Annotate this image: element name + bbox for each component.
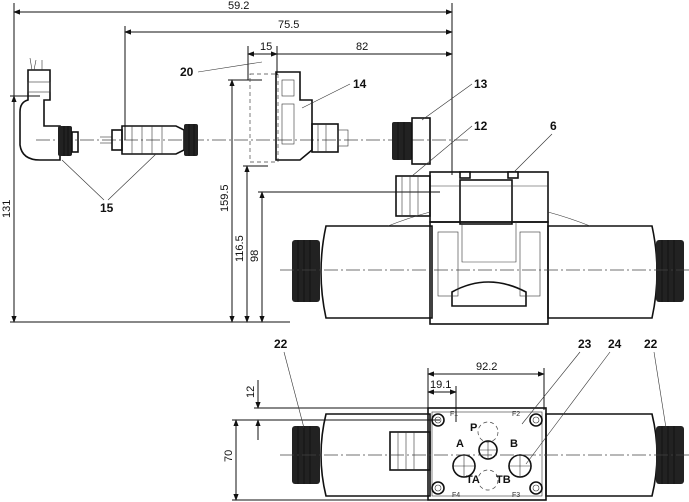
- dimension-label-131: 131: [1, 200, 13, 218]
- callout-label-12: 12: [474, 119, 488, 133]
- callout-label-15: 15: [100, 201, 114, 215]
- callout-22-left: 22: [274, 337, 305, 429]
- callout-label-6: 6: [550, 119, 557, 133]
- dimension-label-15: 15: [260, 41, 272, 53]
- dimension-label-70: 70: [223, 450, 235, 462]
- dimension-label-59-2: 59.2: [228, 0, 249, 12]
- cable-gland-13: [392, 117, 431, 165]
- dimension-label-82: 82: [356, 41, 368, 53]
- port-label-b: B: [510, 438, 518, 450]
- fixing-hole-label-f1: F1: [450, 411, 458, 418]
- dimension-59-2: 59.2: [13, 0, 453, 322]
- dimension-label-116-5: 116.5: [234, 235, 246, 262]
- dimension-label-98: 98: [249, 250, 261, 262]
- callout-label-13: 13: [474, 77, 488, 91]
- callout-label-22-right: 22: [644, 337, 658, 351]
- dimension-label-159-5: 159.5: [219, 184, 231, 212]
- dimension-label-12: 12: [245, 386, 257, 398]
- port-label-ta: TA: [466, 474, 480, 486]
- dimension-116-5: 116.5: [234, 165, 268, 323]
- dimension-92-2: 92.2: [427, 361, 545, 410]
- dimension-159-5: 159.5: [219, 79, 262, 323]
- fixing-hole-label-f4: F4: [452, 492, 460, 499]
- callout-13: 13: [421, 77, 488, 121]
- callout-label-24: 24: [608, 337, 622, 351]
- callout-22-right: 22: [644, 337, 667, 429]
- port-label-tb: TB: [496, 474, 511, 486]
- fixing-hole-label-f2: F2: [512, 411, 520, 418]
- callout-14: 14: [301, 77, 367, 109]
- dimension-82: 82: [277, 41, 453, 57]
- dimension-98: 98: [249, 191, 440, 323]
- dimension-70: 70: [223, 419, 430, 501]
- dimension-label-75-5: 75.5: [278, 19, 299, 31]
- callout-label-20: 20: [180, 65, 194, 79]
- dimension-12: 12: [245, 380, 440, 440]
- port-label-a: A: [456, 438, 464, 450]
- valve-body-side-view: [280, 171, 689, 325]
- callout-label-22-left: 22: [274, 337, 288, 351]
- dimension-label-19-1: 19.1: [430, 379, 451, 391]
- port-label-p: P: [470, 422, 477, 434]
- connector-14: [249, 71, 349, 163]
- angled-plug-15: [19, 57, 79, 161]
- fixing-hole-label-f3: F3: [512, 492, 520, 499]
- dimension-15: 15: [247, 41, 278, 80]
- callout-20: 20: [180, 61, 263, 79]
- callout-label-23: 23: [578, 337, 592, 351]
- callout-23: 23: [521, 337, 592, 425]
- callout-6: 6: [513, 119, 557, 173]
- callout-label-14: 14: [353, 77, 367, 91]
- valve-body-bottom-view: [280, 407, 689, 501]
- dimension-131: 131: [1, 95, 40, 323]
- callout-12: 12: [411, 119, 488, 177]
- dimension-19-1: 19.1: [427, 379, 457, 422]
- dimension-label-92-2: 92.2: [476, 361, 497, 373]
- dimension-75-5: 75.5: [124, 19, 453, 140]
- callout-15: 15: [61, 153, 157, 215]
- straight-plug-15: [100, 124, 198, 156]
- callout-24: 24: [525, 337, 622, 465]
